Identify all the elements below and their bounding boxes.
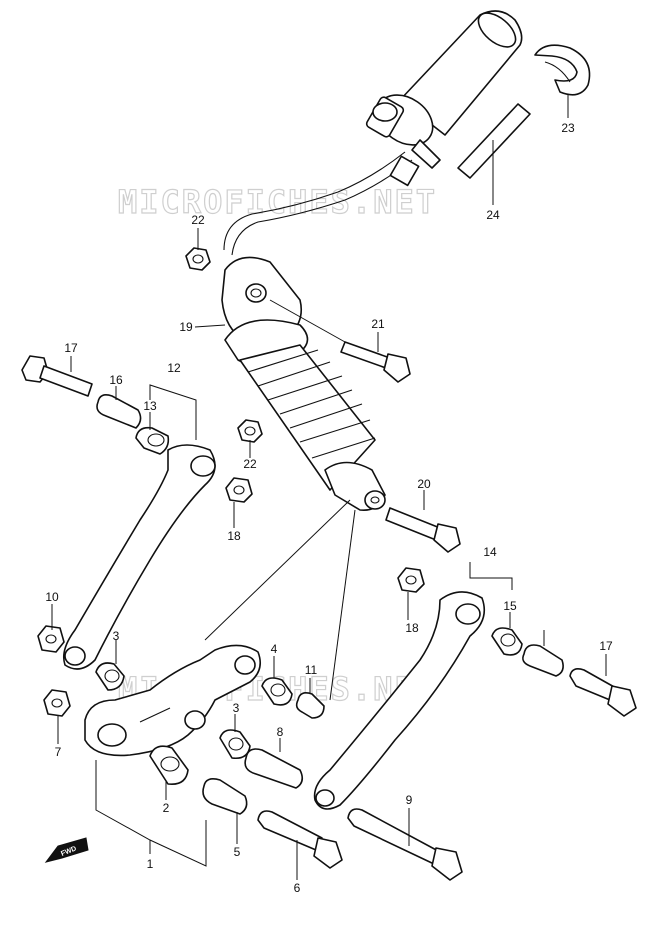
collar-5 bbox=[202, 778, 248, 815]
bolt-17-right bbox=[569, 668, 637, 717]
shock-absorber bbox=[221, 256, 386, 512]
hose-clamp bbox=[534, 44, 591, 96]
callout-15: 15 bbox=[503, 599, 517, 613]
nut-18-left bbox=[225, 477, 253, 503]
callout-18-left: 18 bbox=[227, 529, 241, 543]
bolt-21 bbox=[340, 341, 411, 383]
callout-20: 20 bbox=[417, 477, 431, 491]
callout-10: 10 bbox=[45, 590, 59, 604]
collar-16-right bbox=[522, 644, 564, 677]
callout-labels: 1 2 3 3 4 5 6 7 8 9 10 11 12 13 14 15 16… bbox=[45, 121, 613, 895]
callout-4: 4 bbox=[271, 642, 278, 656]
bearing-3-right bbox=[219, 729, 251, 760]
callout-18-right: 18 bbox=[405, 621, 419, 635]
nut-7 bbox=[43, 689, 71, 717]
callout-16-left: 16 bbox=[109, 373, 123, 387]
reservoir-hose bbox=[223, 151, 420, 256]
forward-direction-badge: FWD bbox=[44, 837, 89, 863]
callout-17-right: 17 bbox=[599, 639, 613, 653]
tie-rod-right bbox=[313, 591, 486, 810]
callout-17-left: 17 bbox=[64, 341, 78, 355]
callout-21: 21 bbox=[371, 317, 385, 331]
collar-11 bbox=[295, 692, 325, 719]
callout-7: 7 bbox=[55, 745, 62, 759]
callout-23: 23 bbox=[561, 121, 575, 135]
nut-22-top bbox=[185, 247, 211, 271]
bolt-6 bbox=[257, 810, 343, 869]
bearing-13 bbox=[135, 426, 170, 455]
bearing-2 bbox=[149, 745, 189, 786]
tie-rod-left bbox=[62, 444, 216, 670]
bolt-20 bbox=[385, 507, 461, 553]
leader-lines bbox=[51, 95, 607, 880]
bolt-17-left bbox=[21, 355, 93, 397]
watermark-top: MICROFICHES.NET bbox=[118, 183, 437, 221]
callout-5: 5 bbox=[234, 845, 241, 859]
callout-12: 12 bbox=[167, 361, 181, 375]
callout-19: 19 bbox=[179, 320, 193, 334]
callout-11: 11 bbox=[305, 663, 318, 677]
bearing-15 bbox=[491, 627, 523, 656]
callout-8: 8 bbox=[277, 725, 284, 739]
callout-3-right: 3 bbox=[233, 701, 240, 715]
callout-6: 6 bbox=[294, 881, 301, 895]
callout-3-left: 3 bbox=[113, 629, 120, 643]
callout-24: 24 bbox=[486, 208, 500, 222]
callout-1: 1 bbox=[147, 857, 154, 871]
collar-16-left bbox=[96, 394, 142, 429]
callout-2: 2 bbox=[163, 801, 170, 815]
nut-22-mid bbox=[237, 419, 263, 443]
collar-8 bbox=[244, 748, 304, 789]
callout-13: 13 bbox=[143, 399, 157, 413]
bearing-3-left bbox=[95, 662, 125, 691]
callout-9: 9 bbox=[406, 793, 413, 807]
callout-14: 14 bbox=[483, 545, 497, 559]
rubber-pad bbox=[457, 103, 531, 179]
nut-10 bbox=[37, 625, 65, 653]
bolt-9 bbox=[347, 808, 463, 881]
cushion-lever bbox=[84, 644, 261, 757]
callout-22-top: 22 bbox=[191, 213, 205, 227]
nut-18-right bbox=[397, 567, 425, 593]
callout-22-mid: 22 bbox=[243, 457, 257, 471]
bearing-4 bbox=[261, 677, 293, 706]
reservoir-canister bbox=[365, 10, 523, 169]
